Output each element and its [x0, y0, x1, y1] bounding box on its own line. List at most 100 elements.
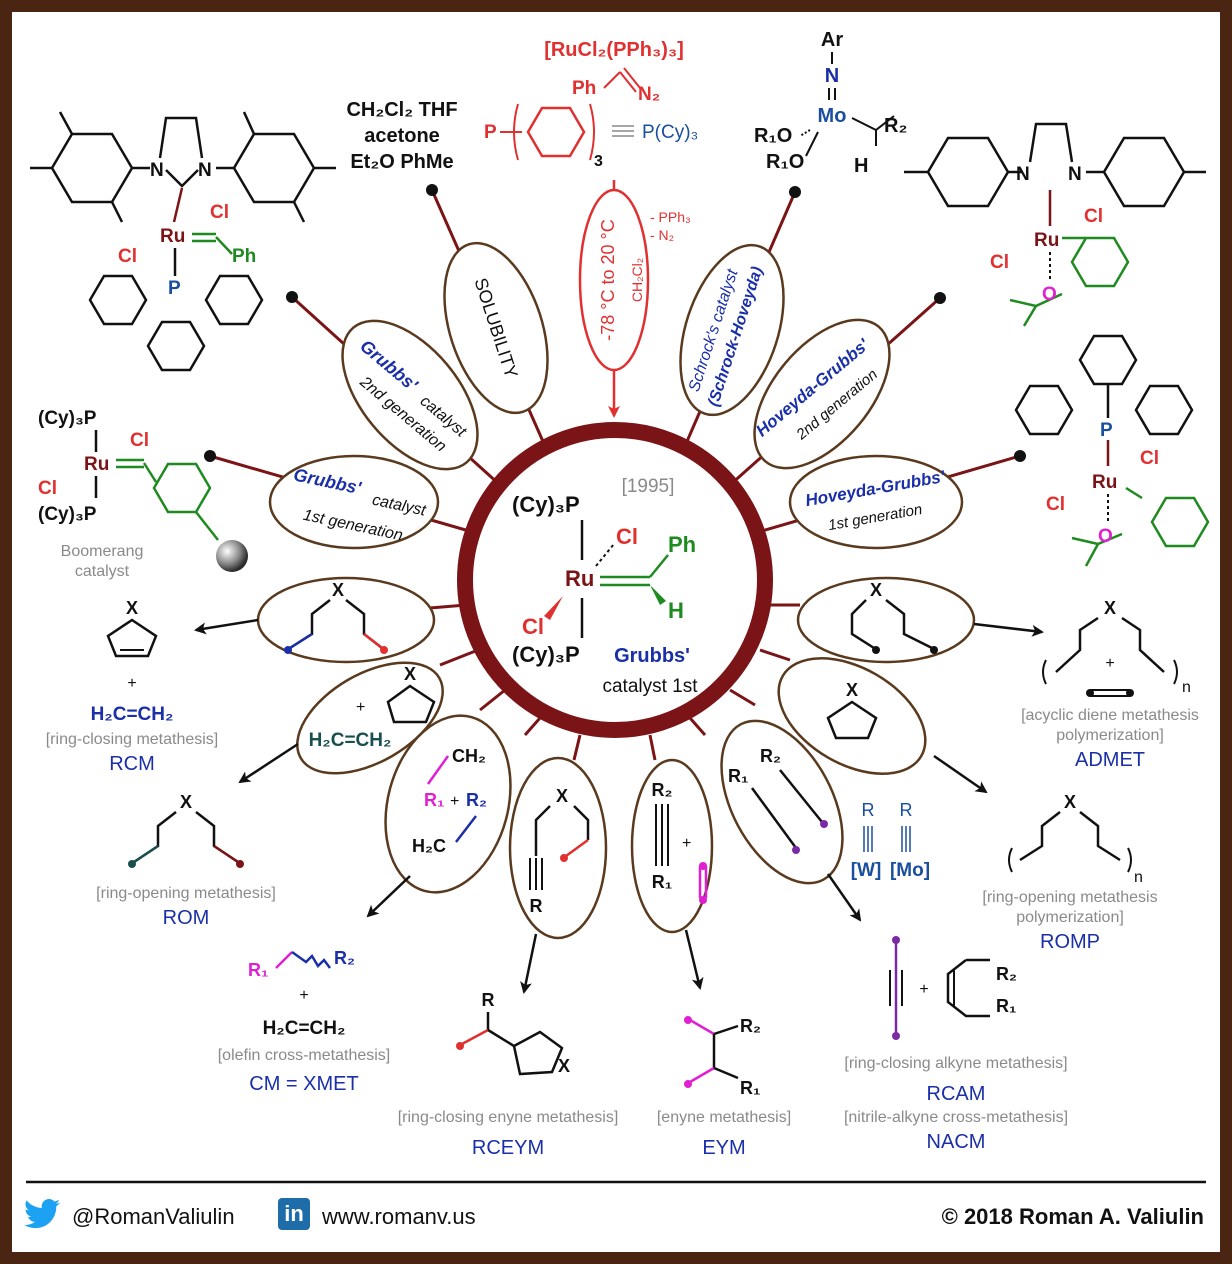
cm-product: R₁ R₂ + H₂C=CH₂ [olefin cross-metathesis…	[218, 948, 391, 1095]
center-ph: Ph	[668, 532, 696, 557]
petal-rceym-substrate[interactable]: X R	[508, 756, 608, 940]
svg-text:Cl: Cl	[1046, 494, 1065, 515]
petal-grubbs2[interactable]: Grubbs' catalyst 2nd generation	[317, 297, 504, 494]
hg1-structure: P Ru Cl Cl O	[1014, 334, 1210, 567]
petal-rcm-substrate[interactable]: X	[256, 576, 436, 664]
alkylidyne-catalysts: R R [W] [Mo]	[851, 800, 930, 881]
reaction-arrows	[194, 618, 1044, 994]
schrock-structure: Ar N Mo R₂ H R₁O R₁O	[754, 29, 907, 177]
svg-text:RCAM: RCAM	[927, 1083, 986, 1105]
rcm-product: X + H₂C=CH₂ [ring-closing metathesis] RC…	[46, 598, 219, 775]
svg-text:R₁: R₁	[424, 790, 444, 810]
twitter-icon[interactable]	[24, 1198, 60, 1230]
svg-text:Ru: Ru	[1092, 472, 1117, 493]
svg-text:R₂: R₂	[334, 948, 355, 968]
petal-hoveyda-grubbs-1[interactable]: Hoveyda-Grubbs' 1st generation	[788, 454, 964, 550]
linkedin-icon[interactable]: in	[278, 1198, 310, 1230]
svg-text:+: +	[356, 699, 365, 716]
romp-product: X n [ring-opening metathesis polymerizat…	[982, 792, 1157, 953]
petal-rom-substrate[interactable]: + X H₂C=CH₂	[279, 640, 462, 796]
footer: @RomanValiulin in www.romanv.us © 2018 R…	[24, 1188, 1208, 1248]
svg-text:CM = XMET: CM = XMET	[249, 1073, 358, 1095]
svg-text:R₁: R₁	[740, 1078, 760, 1098]
svg-text:3: 3	[594, 153, 603, 170]
svg-text:[ring-opening metathesis: [ring-opening metathesis	[982, 889, 1157, 906]
svg-text:[ring-closing metathesis]: [ring-closing metathesis]	[46, 731, 219, 748]
svg-text:CH₂: CH₂	[452, 746, 486, 766]
svg-text:(Cy)₃P: (Cy)₃P	[38, 408, 97, 429]
svg-text:- PPh₃: - PPh₃	[650, 209, 691, 225]
petal-synthesis[interactable]: -78 °C to 20 °C CH₂Cl₂	[578, 180, 650, 418]
svg-text:catalyst: catalyst	[75, 563, 130, 580]
svg-text:+: +	[919, 981, 928, 998]
svg-text:[ring-closing alkyne metathesi: [ring-closing alkyne metathesis]	[844, 1055, 1067, 1072]
svg-text:- N₂: - N₂	[650, 227, 674, 243]
svg-text:X: X	[1104, 598, 1116, 618]
website-link[interactable]: www.romanv.us	[322, 1204, 476, 1229]
svg-text:(Cy)₃P: (Cy)₃P	[38, 504, 97, 525]
petal-admet-substrate[interactable]: X	[796, 576, 976, 664]
svg-text:H₂C: H₂C	[412, 836, 446, 856]
svg-text:R: R	[482, 990, 495, 1010]
svg-text:Ru: Ru	[160, 226, 185, 247]
central-structure: [1995] (Cy)₃P Cl Ru Ph H Cl (Cy)₃P Grubb…	[512, 476, 698, 697]
spoke-end-dots	[204, 184, 1026, 462]
svg-text:R₂: R₂	[652, 780, 673, 800]
admet-product: X n + [acyclic diene metathesis polymeri…	[1021, 598, 1199, 771]
svg-text:acetone: acetone	[364, 125, 440, 147]
svg-text:X: X	[332, 580, 344, 600]
hg2-structure: N N Ru Cl Cl O	[904, 122, 1206, 327]
svg-text:n: n	[1182, 679, 1191, 696]
svg-text:EYM: EYM	[702, 1137, 745, 1159]
eym-product: R₂ R₁ [enyne metathesis] EYM	[657, 1016, 791, 1159]
svg-text:N: N	[150, 160, 164, 181]
svg-text:RCEYM: RCEYM	[472, 1137, 544, 1159]
svg-text:Ru: Ru	[1034, 230, 1059, 251]
svg-text:[W]: [W]	[851, 860, 882, 881]
twitter-handle[interactable]: @RomanValiulin	[72, 1204, 235, 1229]
svg-text:O: O	[1042, 284, 1057, 305]
svg-text:R₂: R₂	[466, 790, 487, 810]
svg-text:Cl: Cl	[130, 430, 149, 451]
svg-text:N: N	[198, 160, 212, 181]
svg-text:[acyclic diene metathesis: [acyclic diene metathesis	[1021, 707, 1199, 724]
svg-text:Ru: Ru	[84, 454, 109, 475]
svg-text:ROM: ROM	[163, 907, 210, 929]
svg-text:H₂C=CH₂: H₂C=CH₂	[91, 704, 174, 725]
svg-text:R: R	[862, 800, 875, 820]
svg-text:Ar: Ar	[821, 29, 843, 51]
boomerang-structure: (Cy)₃P Ru Cl Cl (Cy)₃P Boomerang catalys…	[38, 408, 248, 580]
svg-text:R₂: R₂	[884, 115, 907, 137]
svg-text:[enyne metathesis]: [enyne metathesis]	[657, 1109, 791, 1126]
svg-text:N: N	[825, 65, 839, 87]
svg-text:R₁: R₁	[652, 872, 672, 892]
petal-grubbs1[interactable]: Grubbs' catalyst 1st generation	[268, 454, 440, 550]
svg-text:P: P	[484, 122, 497, 143]
petal-schrock[interactable]: Schrock's catalyst (Schrock-Hoveyda)	[661, 232, 803, 428]
svg-text:-78 °C to 20 °C: -78 °C to 20 °C	[598, 219, 618, 340]
svg-text:[RuCl₂(PPh₃)₃]: [RuCl₂(PPh₃)₃]	[544, 39, 684, 61]
svg-text:CH₂Cl₂ THF: CH₂Cl₂ THF	[346, 99, 457, 121]
svg-text:+: +	[299, 987, 308, 1004]
petal-solubility[interactable]: SOLUBILITY	[425, 230, 567, 426]
center-cl-bottom: Cl	[522, 614, 544, 639]
svg-text:H₂C=CH₂: H₂C=CH₂	[263, 1018, 346, 1039]
svg-text:R₂: R₂	[996, 964, 1017, 984]
svg-text:X: X	[1064, 792, 1076, 812]
svg-text:H: H	[854, 155, 868, 177]
year-label: [1995]	[622, 476, 675, 497]
svg-text:R₁O: R₁O	[766, 151, 804, 173]
center-name-line2: catalyst 1st	[602, 676, 698, 697]
petal-romp-substrate[interactable]: X	[759, 634, 946, 797]
rceym-product: R X [ring-closing enyne metathesis] RCEY…	[398, 990, 619, 1159]
petal-eym-substrate[interactable]: R₂ R₁ +	[630, 758, 714, 934]
svg-text:[olefin cross-metathesis]: [olefin cross-metathesis]	[218, 1047, 391, 1064]
svg-text:Cl: Cl	[118, 246, 137, 267]
petal-cm-substrate[interactable]: CH₂ R₁ + R₂ H₂C	[367, 702, 529, 907]
svg-text:[nitrile-alkyne cross-metathes: [nitrile-alkyne cross-metathesis]	[844, 1109, 1068, 1126]
svg-text:Boomerang: Boomerang	[61, 543, 144, 560]
svg-text:R₁: R₁	[728, 766, 748, 786]
petal-rcam-substrate[interactable]: R₁ R₂	[697, 701, 868, 903]
svg-text:+: +	[682, 835, 691, 852]
svg-text:X: X	[870, 580, 882, 600]
